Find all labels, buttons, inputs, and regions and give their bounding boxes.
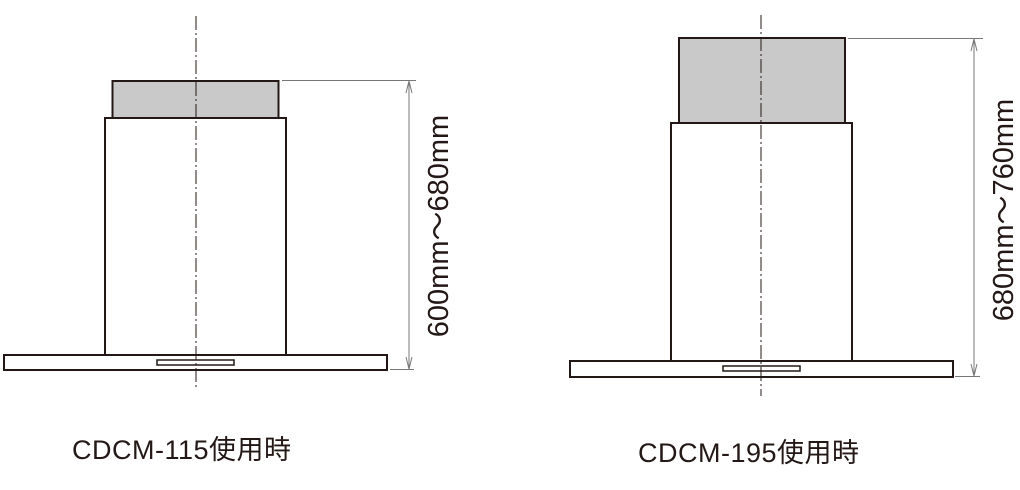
dimension-line [282, 80, 416, 370]
extension-duct [678, 37, 846, 124]
dimension-label-right: 680mm～760mm [988, 98, 1020, 322]
caption-left: CDCM-115使用時 [72, 435, 292, 465]
caption-right: CDCM-195使用時 [638, 438, 860, 468]
dimension-line [848, 38, 983, 377]
dimension-label-left: 600mm～680mm [423, 114, 455, 338]
hood-drawing-right [569, 15, 983, 396]
hood-drawing-left [3, 16, 416, 390]
